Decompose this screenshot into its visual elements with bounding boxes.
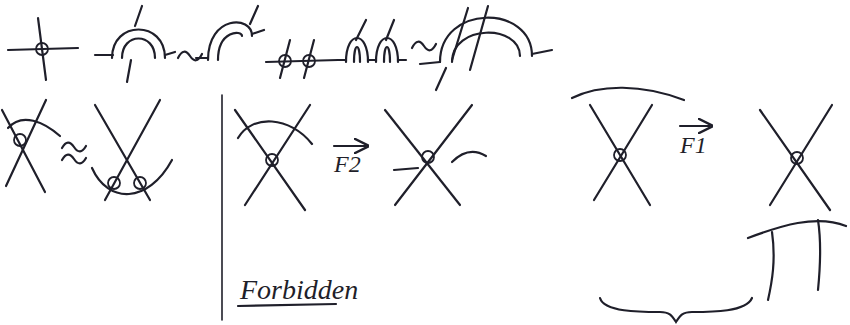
strand-line [768,232,774,300]
tube-line [218,33,242,60]
tube-line [384,47,390,62]
divider-line [221,95,223,320]
move-label: F1 [680,133,707,157]
strand-line [420,62,440,64]
virtual-crossing [614,149,626,161]
strand-line [196,57,208,59]
strand-line [92,160,172,194]
arrow-line [680,125,710,127]
strand-line [748,221,846,238]
section-heading: Forbidden [240,276,358,304]
strand-line [368,59,376,61]
tube-line [376,38,398,62]
strand-line [266,60,338,62]
tilde-line [412,42,436,51]
strand-line [338,59,346,61]
tube-line [452,33,520,62]
strand-line [304,40,314,78]
strand-line [452,152,486,162]
strand-line [38,18,46,80]
virtual-crossing [266,154,278,166]
strand-line [398,59,406,61]
strand-line [6,100,46,186]
virtual-crossing [422,151,434,163]
strand-line [770,105,832,205]
virtual-crossing [36,43,48,55]
virtual-crossing [279,55,291,67]
strand-line [452,8,468,60]
strand-line [470,6,488,70]
tilde-line [62,143,86,152]
virtual-crossing [14,134,26,146]
virtual-crossing [108,177,120,189]
strand-line [394,168,418,170]
tilde-line [62,155,86,164]
strand-line [385,110,460,205]
arrow-line [334,145,366,147]
strand-line [386,20,394,40]
tube-line [354,47,360,62]
underline-line [238,304,336,306]
strand-line [135,6,142,26]
tube-line [112,30,165,59]
strand-line [238,121,312,144]
brace-line [600,298,752,322]
strand-line [127,60,131,82]
strand-line [356,20,366,40]
tube-line [346,38,368,62]
virtual-crossing [791,152,803,164]
strand-line [594,105,652,200]
strand-line [572,88,684,100]
strand-line [165,52,175,55]
strand-line [532,50,552,54]
virtual-crossing [303,55,315,67]
move-label: F2 [334,152,361,176]
strand-line [245,105,310,205]
tube-line [122,39,155,59]
strand-line [8,120,60,136]
strand-line [436,68,446,90]
strand-line [818,220,820,290]
strand-line [280,40,290,78]
strand-line [252,30,264,34]
strand-line [95,54,113,56]
tube-line [208,22,252,60]
strand-line [250,6,258,24]
strand-line [235,110,305,210]
virtual-crossing [134,177,146,189]
